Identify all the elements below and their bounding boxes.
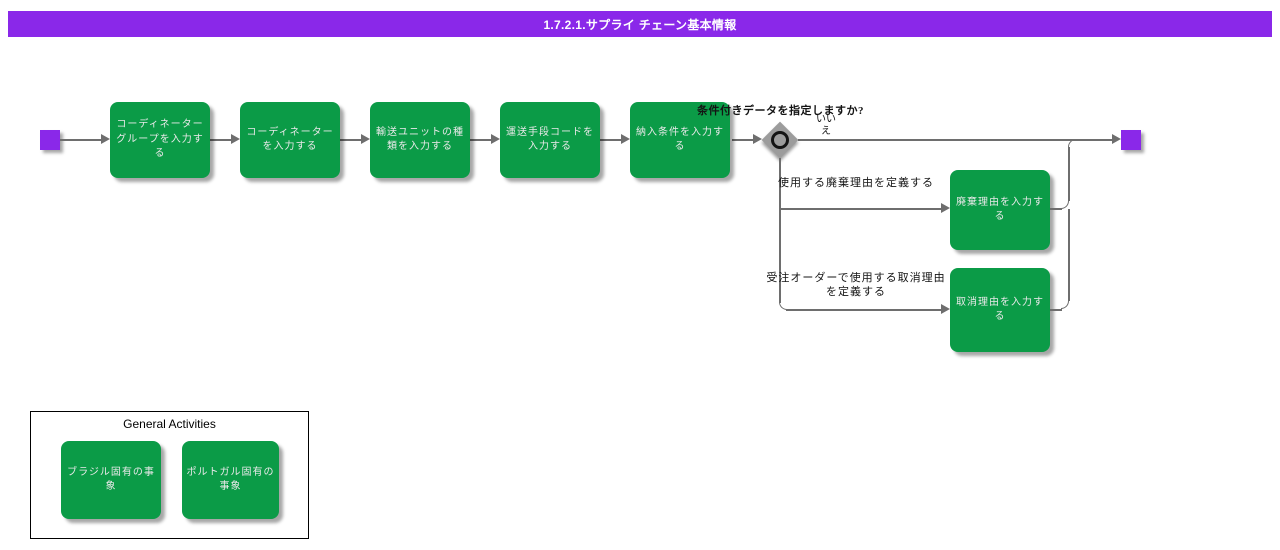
task-label: 輸送ユニットの種類を入力する <box>376 126 464 153</box>
task-cancellation-reason[interactable]: 取消理由を入力する <box>950 268 1050 352</box>
connector-line <box>779 208 941 210</box>
task-label: コーディネーターグループを入力する <box>116 119 204 160</box>
gateway-no-label: いいえ <box>816 114 836 137</box>
connector-line <box>600 139 621 141</box>
arrowhead-icon <box>231 134 240 144</box>
arrowhead-icon <box>491 134 500 144</box>
arrowhead-icon <box>361 134 370 144</box>
arrowhead-icon <box>1112 134 1121 144</box>
connector-line <box>1068 209 1070 301</box>
task-coordinator[interactable]: コーディネーターを入力する <box>240 102 340 178</box>
task-transport-code[interactable]: 運送手段コードを入力する <box>500 102 600 178</box>
task-delivery-terms[interactable]: 納入条件を入力する <box>630 102 730 178</box>
task-label: コーディネーターを入力する <box>246 126 334 153</box>
arrowhead-icon <box>941 304 950 314</box>
task-coordinator-group[interactable]: コーディネーターグループを入力する <box>110 102 210 178</box>
task-portugal-specific[interactable]: ポルトガル固有の事象 <box>182 441 279 519</box>
connector-line <box>470 139 491 141</box>
connector-line <box>779 158 781 303</box>
connector-line <box>340 139 361 141</box>
task-label: 納入条件を入力する <box>636 126 724 153</box>
connector-line <box>210 139 231 141</box>
connector-corner <box>1061 201 1069 209</box>
connector-line <box>786 309 941 311</box>
gateway-question-label: 条件付きデータを指定しますか? <box>697 105 864 117</box>
connector-corner <box>1068 139 1076 147</box>
start-node[interactable] <box>40 130 60 150</box>
connector-line <box>1050 309 1062 311</box>
arrowhead-icon <box>101 134 110 144</box>
gateway-circle-icon <box>771 131 789 149</box>
task-label: 運送手段コードを入力する <box>506 126 594 153</box>
diagram-title-bar: 1.7.2.1.サプライ チェーン基本情報 <box>8 11 1272 37</box>
connector-line <box>798 139 1112 141</box>
end-node[interactable] <box>1121 130 1141 150</box>
general-activities-group: General Activities ブラジル固有の事象 ポルトガル固有の事象 <box>30 411 309 539</box>
task-label: ポルトガル固有の事象 <box>186 466 275 493</box>
arrowhead-icon <box>753 134 762 144</box>
task-transport-unit-type[interactable]: 輸送ユニットの種類を入力する <box>370 102 470 178</box>
diagram-title: 1.7.2.1.サプライ チェーン基本情報 <box>543 17 737 32</box>
general-activities-title: General Activities <box>123 417 216 431</box>
task-disposal-reason[interactable]: 廃棄理由を入力する <box>950 170 1050 250</box>
connector-line <box>1050 208 1062 210</box>
connector-line <box>60 139 101 141</box>
connector-line <box>1068 147 1070 201</box>
task-brazil-specific[interactable]: ブラジル固有の事象 <box>61 441 161 519</box>
arrowhead-icon <box>941 203 950 213</box>
branch-condition-label: 受注オーダーで使用する取消理由を定義する <box>766 272 946 299</box>
branch-condition-label: 使用する廃棄理由を定義する <box>778 177 934 189</box>
task-label: ブラジル固有の事象 <box>67 466 155 493</box>
task-label: 取消理由を入力する <box>956 296 1044 323</box>
connector-corner <box>1061 301 1069 309</box>
arrowhead-icon <box>621 134 630 144</box>
task-label: 廃棄理由を入力する <box>956 196 1044 223</box>
connector-line <box>732 139 753 141</box>
